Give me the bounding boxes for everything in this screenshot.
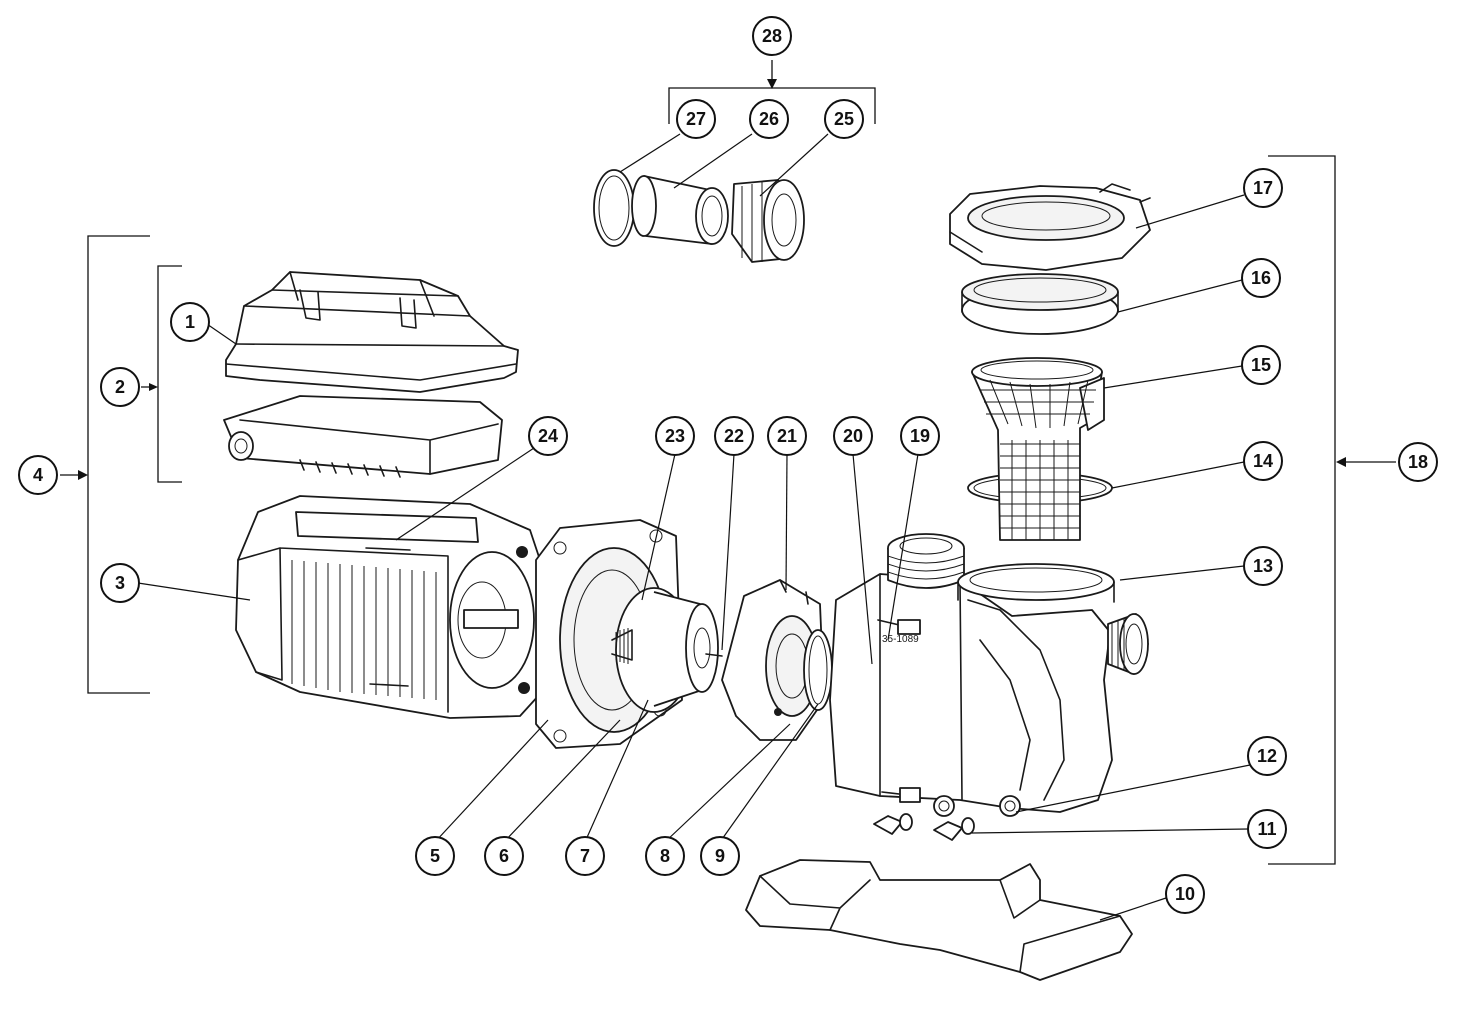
- callout-label: 19: [910, 426, 930, 446]
- callout-18: 18: [1398, 442, 1438, 482]
- callout-13: 13: [1243, 546, 1283, 586]
- pump-base-part: [745, 859, 1133, 981]
- lock-ring-part: [949, 183, 1151, 271]
- callout-label: 18: [1408, 452, 1428, 472]
- callout-label: 5: [430, 846, 440, 866]
- callout-25: 25: [824, 99, 864, 139]
- bracket-2-arrow: [149, 383, 158, 391]
- callout-6: 6: [484, 836, 524, 876]
- callout-bubbles: 1 2 3 4 5 6 7 8 9 10 11 12 13 14 15 16 1…: [18, 16, 1438, 914]
- callout-3: 3: [100, 563, 140, 603]
- callout-label: 12: [1257, 746, 1277, 766]
- callout-21: 21: [767, 416, 807, 456]
- callout-label: 16: [1251, 268, 1271, 288]
- callout-label: 27: [686, 109, 706, 129]
- drive-cover-part: [225, 271, 519, 393]
- callout-label: 17: [1253, 178, 1273, 198]
- callout-label: 3: [115, 573, 125, 593]
- callout-label: 4: [33, 465, 43, 485]
- callout-label: 11: [1257, 819, 1276, 839]
- pump-body-marking: 35-1089: [882, 634, 919, 645]
- callout-label: 14: [1253, 451, 1273, 471]
- leader-lines: [137, 133, 1251, 921]
- callout-label: 22: [724, 426, 744, 446]
- diffuser-oring-part: [803, 629, 833, 711]
- callout-17: 17: [1243, 168, 1283, 208]
- callout-8: 8: [645, 836, 685, 876]
- callout-14: 14: [1243, 441, 1283, 481]
- callout-label: 9: [715, 846, 725, 866]
- callout-1: 1: [170, 302, 210, 342]
- callout-label: 1: [185, 312, 195, 332]
- pump-body-part: 35-1089: [829, 533, 1149, 813]
- callout-20: 20: [833, 416, 873, 456]
- callout-label: 8: [660, 846, 670, 866]
- callout-23: 23: [655, 416, 695, 456]
- callout-22: 22: [714, 416, 754, 456]
- impeller-part: [611, 587, 723, 713]
- callout-15: 15: [1241, 345, 1281, 385]
- callout-label: 24: [538, 426, 558, 446]
- callout-label: 25: [834, 109, 854, 129]
- callout-label: 20: [843, 426, 863, 446]
- callout-19: 19: [900, 416, 940, 456]
- callout-24: 24: [528, 416, 568, 456]
- drain-plug-part: [873, 795, 1021, 841]
- callout-label: 13: [1253, 556, 1273, 576]
- callout-10: 10: [1165, 874, 1205, 914]
- strainer-lid-part: [961, 273, 1119, 335]
- bracket-18: [1268, 155, 1396, 865]
- callout-label: 26: [759, 109, 779, 129]
- callout-4: 4: [18, 455, 58, 495]
- callout-label: 6: [499, 846, 509, 866]
- callout-label: 2: [115, 377, 125, 397]
- callout-27: 27: [676, 99, 716, 139]
- callout-2: 2: [100, 367, 140, 407]
- callout-26: 26: [749, 99, 789, 139]
- callout-28: 28: [752, 16, 792, 56]
- housing-rim-part: [957, 563, 1115, 603]
- callout-label: 10: [1175, 884, 1195, 904]
- callout-label: 28: [762, 26, 782, 46]
- strainer-basket-part: [971, 357, 1105, 541]
- callout-12: 12: [1247, 736, 1287, 776]
- drive-base-part: [223, 395, 503, 478]
- callout-7: 7: [565, 836, 605, 876]
- callout-label: 15: [1251, 355, 1271, 375]
- motor-part: [235, 495, 541, 719]
- callout-11: 11: [1247, 809, 1287, 849]
- callout-label: 21: [777, 426, 797, 446]
- group-brackets: [60, 60, 1396, 865]
- callout-label: 7: [580, 846, 590, 866]
- bracket-28-arrow: [767, 79, 777, 89]
- callout-label: 23: [665, 426, 685, 446]
- bracket-18-arrow: [1336, 457, 1346, 467]
- diffuser-part: [721, 579, 825, 741]
- union-fitting-part: [593, 169, 805, 263]
- bracket-2: [141, 265, 182, 483]
- bracket-4-arrow: [78, 470, 88, 480]
- callout-5: 5: [415, 836, 455, 876]
- bracket-4: [60, 235, 150, 694]
- callout-16: 16: [1241, 258, 1281, 298]
- callout-9: 9: [700, 836, 740, 876]
